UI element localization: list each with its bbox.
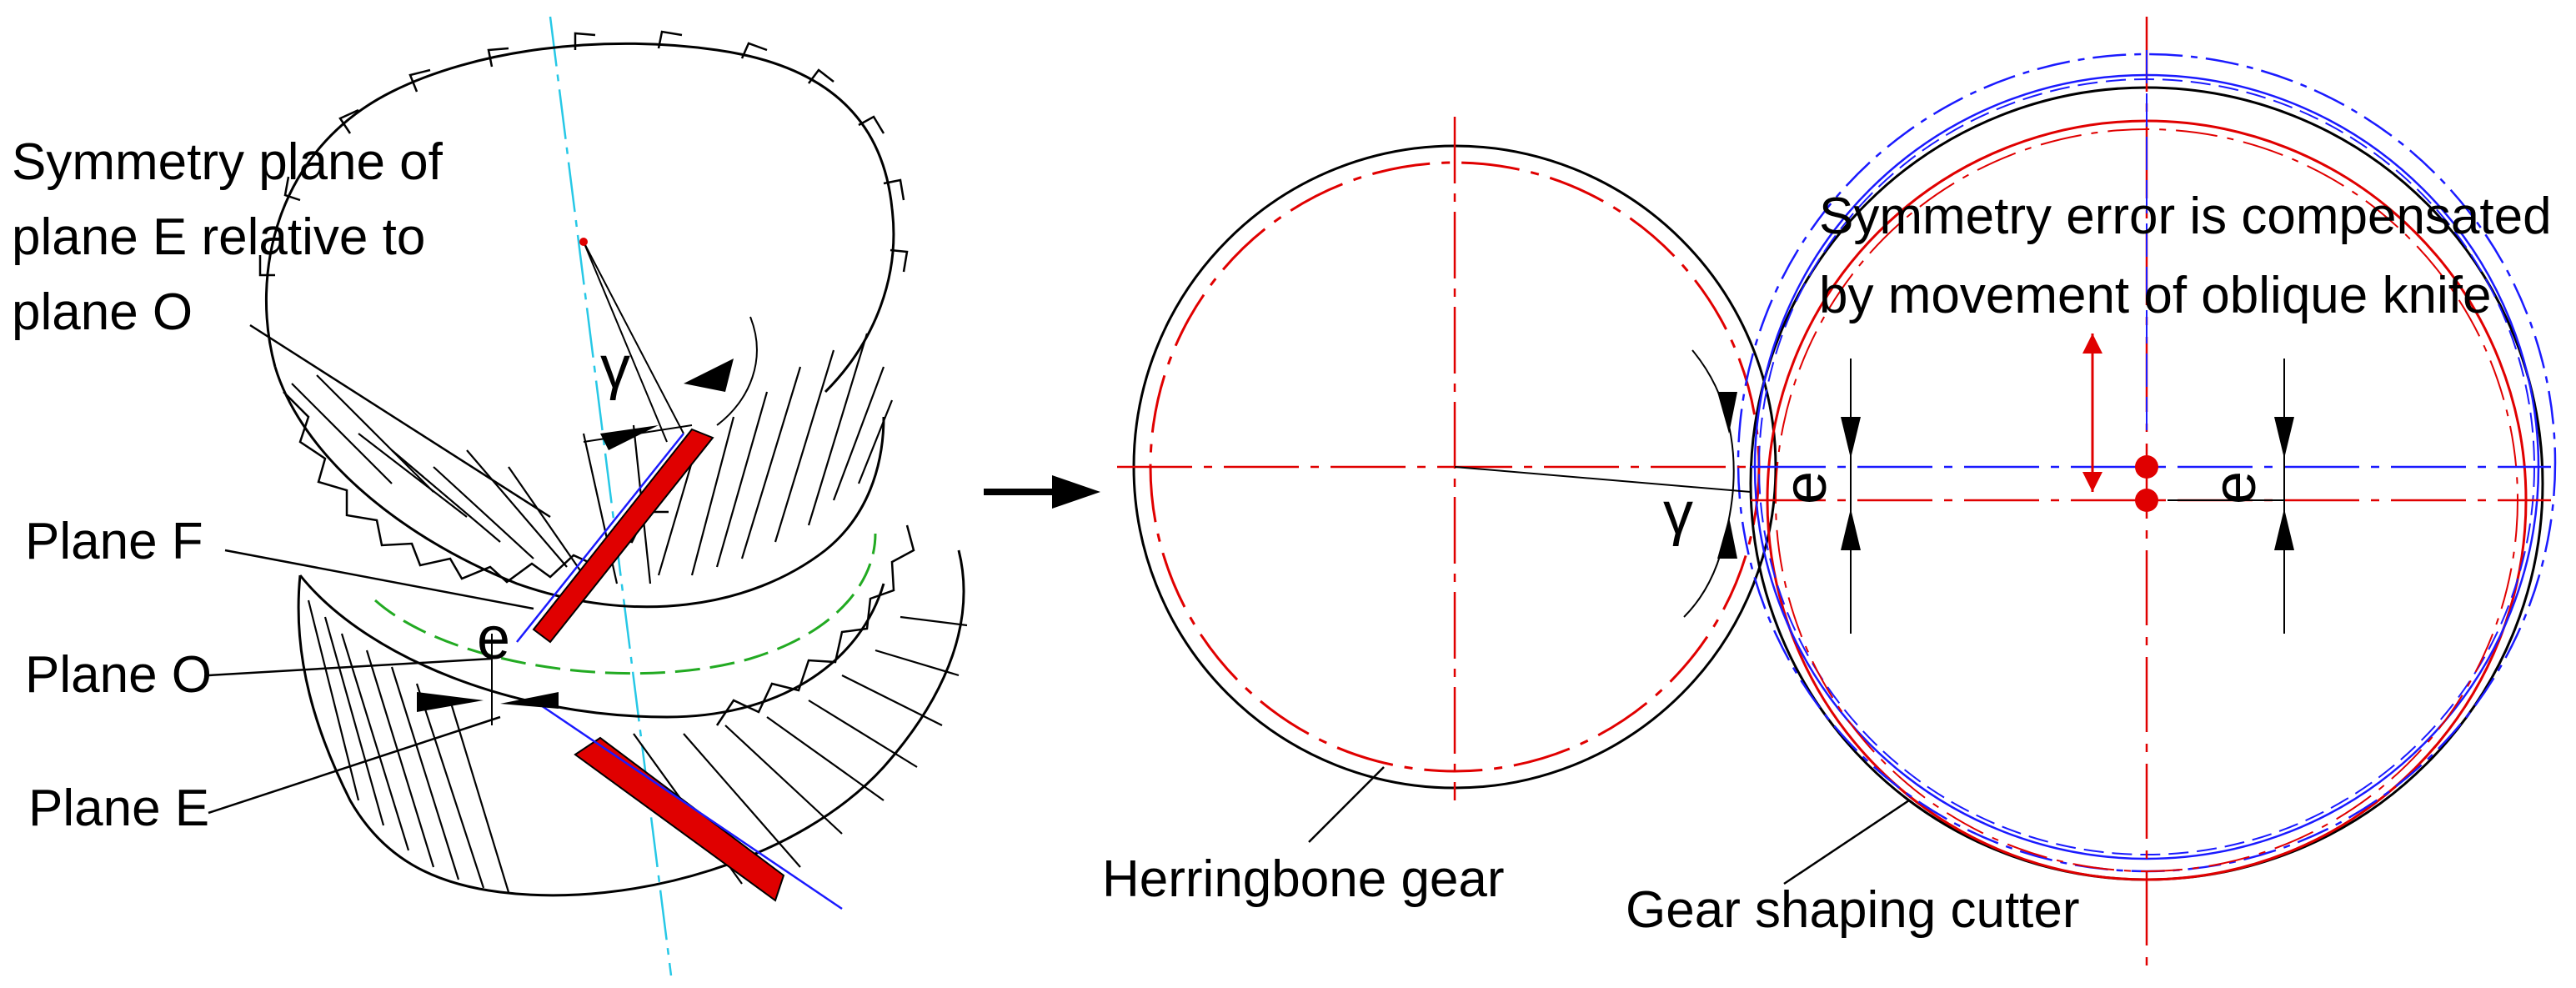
gear-lower-body <box>297 549 965 897</box>
gear-axis-line <box>549 16 673 976</box>
e-arrow-right <box>500 692 559 709</box>
top-face-teeth <box>258 30 909 277</box>
note-line-1: Symmetry error is compensated <box>1819 188 2552 245</box>
gamma-ray-right <box>1454 466 1752 493</box>
cutter-center-dot-red-axis <box>2135 489 2158 512</box>
lower-tooth-profile <box>715 524 915 726</box>
groove-edge <box>298 574 885 719</box>
gear-top-face <box>264 42 895 394</box>
gamma-leader <box>583 424 693 443</box>
label-symmetry-plane-2: plane E relative to <box>12 208 425 266</box>
leader-gear-shaping-cutter <box>1783 799 1910 885</box>
label-plane-e: Plane E <box>28 780 209 837</box>
gear-upper-band <box>273 366 885 609</box>
upper-tooth-lines <box>291 333 894 584</box>
label-plane-f: Plane F <box>25 513 203 570</box>
e-left-arrow-top <box>1841 417 1861 459</box>
leader-plane-o <box>208 657 493 677</box>
leader-symmetry-plane <box>249 323 551 519</box>
e-right-arrow-top <box>2274 417 2294 459</box>
gamma-arc <box>716 316 758 426</box>
label-gear-shaping-cutter: Gear shaping cutter <box>1626 881 2080 939</box>
schematic-view <box>1117 17 2557 971</box>
leader-herringbone-gear <box>1308 766 1385 843</box>
gamma-ray-2 <box>583 241 668 443</box>
gamma-ray-1 <box>583 241 684 434</box>
gamma-arrow-head-1 <box>684 359 734 392</box>
symbol-e-left-dim: e <box>1772 471 1839 504</box>
red-tooth-lower <box>574 736 785 902</box>
transition-arrow <box>984 475 1100 509</box>
e-left-arrow-bottom <box>1841 509 1861 550</box>
label-symmetry-plane-3: plane O <box>12 283 193 341</box>
label-herringbone-gear: Herringbone gear <box>1102 850 1505 908</box>
blue-tooth-line-lower <box>533 699 843 910</box>
symbol-e-right-dim: e <box>2202 471 2268 504</box>
center-point <box>579 238 588 246</box>
blue-tooth-line-upper <box>516 433 684 643</box>
cutter-center-dot-blue-axis <box>2135 455 2158 479</box>
e-arrow-left <box>417 692 484 712</box>
gamma-arrow-head-upper <box>1717 392 1737 434</box>
label-symmetry-plane-1: Symmetry plane of <box>12 133 444 191</box>
note-line-2: by movement of oblique knife <box>1819 267 2491 324</box>
gamma-arrow-head-2 <box>600 425 659 450</box>
leader-plane-f <box>224 549 534 610</box>
label-plane-o: Plane O <box>25 646 212 704</box>
symbol-gamma-right: γ <box>1663 480 1693 547</box>
symbol-e-left: e <box>477 605 510 672</box>
leader-plane-e <box>208 715 501 815</box>
red-tooth-upper <box>532 428 714 644</box>
gear-3d-view <box>208 16 968 976</box>
lower-tooth-lines <box>307 599 968 893</box>
plane-o-ellipse <box>374 533 877 675</box>
symbol-gamma-left: γ <box>600 334 630 401</box>
gamma-arrow-head-lower <box>1717 517 1737 559</box>
e-right-arrow-bottom <box>2274 509 2294 550</box>
